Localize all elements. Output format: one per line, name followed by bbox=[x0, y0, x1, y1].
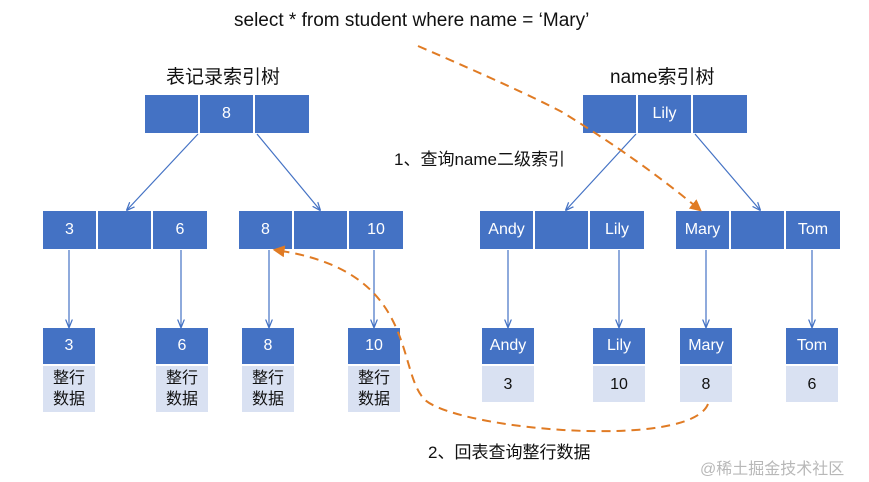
back-to-table-arrow bbox=[272, 245, 709, 433]
row-data-cell: 整行 数据 bbox=[242, 366, 294, 412]
left-node-a-cell bbox=[98, 211, 153, 249]
left-leaf-key: 8 bbox=[242, 328, 294, 364]
right-root-node: Lily bbox=[583, 95, 747, 133]
right-node-b-key: Mary bbox=[676, 211, 731, 249]
left-node-a-key: 6 bbox=[153, 211, 207, 249]
left-root-cell bbox=[145, 95, 200, 133]
left-node-a: 3 6 bbox=[43, 211, 207, 249]
left-root-node: 8 bbox=[145, 95, 309, 133]
right-root-cell bbox=[693, 95, 747, 133]
left-root-cell bbox=[255, 95, 309, 133]
primary-key-cell: 3 bbox=[482, 366, 534, 402]
query-lookup-arrow bbox=[417, 45, 702, 212]
right-leaf-key: Tom bbox=[786, 328, 838, 364]
left-node-b: 8 10 bbox=[239, 211, 403, 249]
right-leaf-key: Lily bbox=[593, 328, 645, 364]
query-text: select * from student where name = ‘Mary… bbox=[234, 10, 590, 31]
right-leaf-key: Mary bbox=[680, 328, 732, 364]
left-leaf-key: 6 bbox=[156, 328, 208, 364]
row-data-cell: 整行 数据 bbox=[156, 366, 208, 412]
right-node-a-key: Lily bbox=[590, 211, 644, 249]
right-node-b-cell bbox=[731, 211, 786, 249]
watermark: @稀土掘金技术社区 bbox=[700, 461, 845, 478]
primary-key-cell: 6 bbox=[786, 366, 838, 402]
step1-label: 1、查询name二级索引 bbox=[394, 150, 565, 169]
right-tree-title: name索引树 bbox=[610, 67, 715, 88]
tree-edge-arrow bbox=[694, 133, 760, 210]
primary-key-cell: 10 bbox=[593, 366, 645, 402]
right-node-a: Andy Lily bbox=[480, 211, 644, 249]
right-root-cell bbox=[583, 95, 638, 133]
left-node-b-key: 10 bbox=[349, 211, 403, 249]
tree-edge-arrow bbox=[566, 133, 637, 210]
right-node-b-key: Tom bbox=[786, 211, 840, 249]
row-data-cell: 整行 数据 bbox=[43, 366, 95, 412]
right-leaf-key: Andy bbox=[482, 328, 534, 364]
tree-edge-arrow bbox=[127, 133, 199, 210]
left-node-a-key: 3 bbox=[43, 211, 98, 249]
left-node-b-key: 8 bbox=[239, 211, 294, 249]
left-tree-title: 表记录索引树 bbox=[166, 67, 281, 88]
tree-edge-arrow bbox=[256, 133, 320, 210]
right-node-a-key: Andy bbox=[480, 211, 535, 249]
right-root-key: Lily bbox=[638, 95, 693, 133]
right-node-b: Mary Tom bbox=[676, 211, 840, 249]
primary-key-cell: 8 bbox=[680, 366, 732, 402]
left-leaf-key: 3 bbox=[43, 328, 95, 364]
left-leaf-key: 10 bbox=[348, 328, 400, 364]
right-node-a-cell bbox=[535, 211, 590, 249]
step2-label: 2、回表查询整行数据 bbox=[428, 443, 591, 462]
row-data-cell: 整行 数据 bbox=[348, 366, 400, 412]
left-root-key: 8 bbox=[200, 95, 255, 133]
left-node-b-cell bbox=[294, 211, 349, 249]
